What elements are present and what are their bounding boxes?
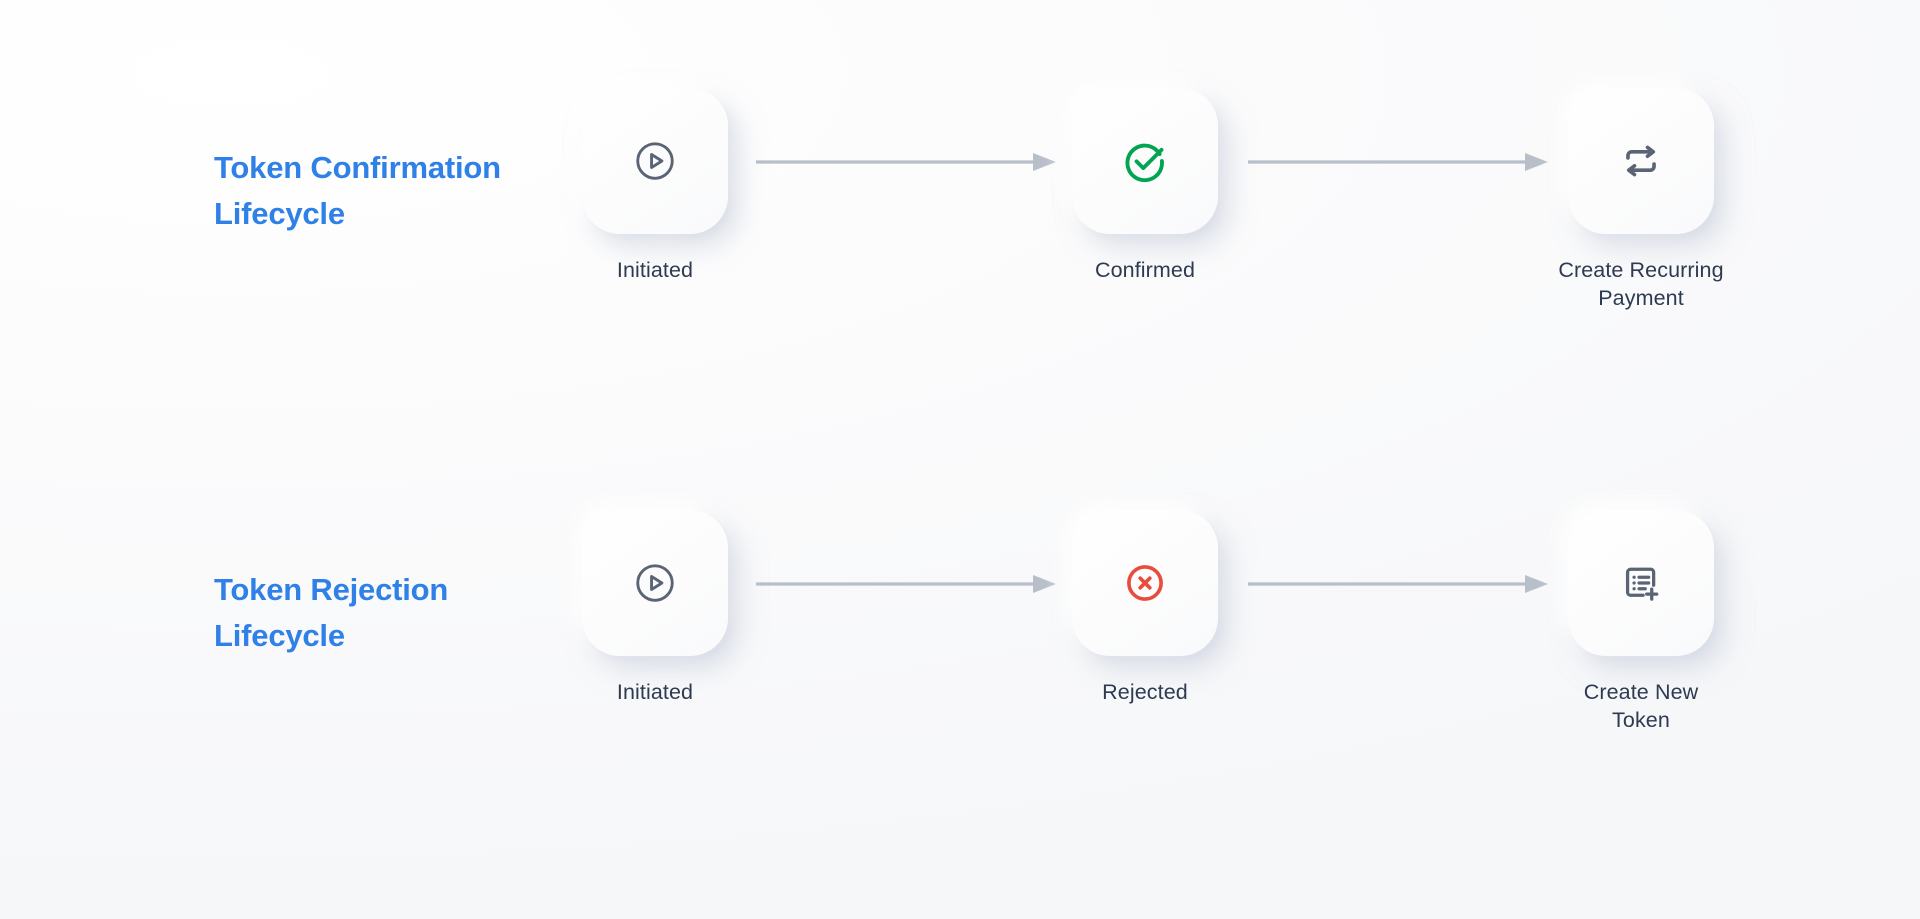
stage-label-confirmed: Confirmed (1094, 258, 1196, 282)
stage-card-confirmed[interactable] (1072, 88, 1218, 234)
arrow-initiated-to-confirmed (756, 153, 1056, 171)
stage-label-initiated-confirmation: Initiated (616, 258, 694, 282)
play-circle-icon (632, 138, 678, 184)
stage-confirmed[interactable]: Confirmed (1030, 88, 1260, 284)
stage-card-rejected[interactable] (1072, 510, 1218, 656)
stage-card-initiated-confirmation[interactable] (582, 88, 728, 234)
stage-create-new-token[interactable]: Create New Token (1526, 510, 1756, 734)
stage-label-create-new-token: Create New Token (1583, 680, 1699, 732)
check-circle-icon (1120, 136, 1170, 186)
arrow-rejected-to-create-new-token (1248, 575, 1548, 593)
stage-track-confirmation: Initiated Confirmed (566, 88, 1766, 388)
arrow-confirmed-to-create-recurring-payment (1248, 153, 1548, 171)
repeat-icon (1618, 138, 1664, 184)
stage-label-initiated-rejection: Initiated (616, 680, 694, 704)
stage-initiated-rejection[interactable]: Initiated (540, 510, 770, 706)
stage-rejected[interactable]: Rejected (1030, 510, 1260, 706)
stage-track-rejection: Initiated Rejected (566, 510, 1766, 810)
stage-initiated-confirmation[interactable]: Initiated (540, 88, 770, 284)
stage-card-create-new-token[interactable] (1568, 510, 1714, 656)
flow-title-confirmation: Token Confirmation Lifecycle (214, 150, 501, 231)
x-circle-icon (1122, 560, 1168, 606)
flow-token-rejection-lifecycle: Token Rejection Lifecycle (0, 510, 1920, 810)
flow-token-confirmation-lifecycle: Token Confirmation Lifecycle (0, 88, 1920, 388)
play-circle-icon (632, 560, 678, 606)
arrow-initiated-to-rejected (756, 575, 1056, 593)
stage-label-rejected: Rejected (1102, 680, 1188, 704)
stage-label-create-recurring-payment: Create Recurring Payment (1558, 258, 1724, 310)
list-plus-icon (1618, 560, 1664, 606)
stage-create-recurring-payment[interactable]: Create Recurring Payment (1526, 88, 1756, 312)
stage-card-initiated-rejection[interactable] (582, 510, 728, 656)
flow-title-rejection: Token Rejection Lifecycle (214, 572, 449, 653)
stage-card-create-recurring-payment[interactable] (1568, 88, 1714, 234)
